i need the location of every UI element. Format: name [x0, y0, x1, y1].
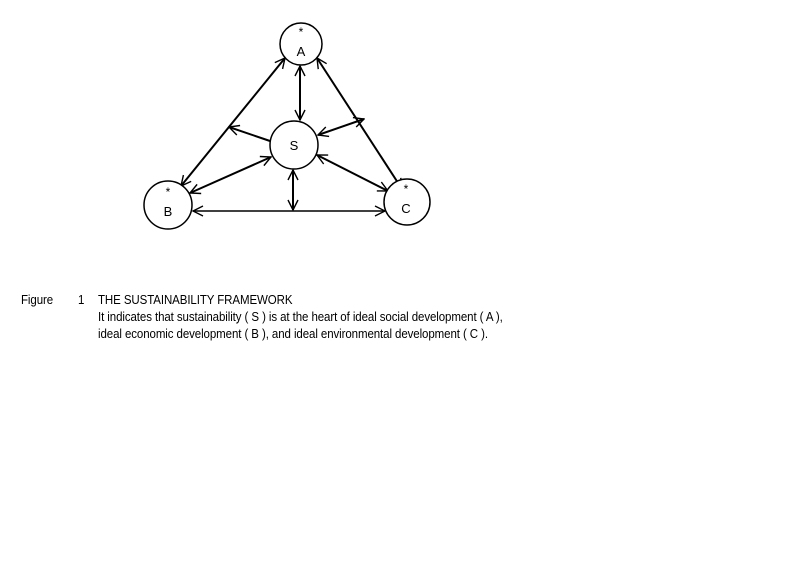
edge-s-ac	[318, 119, 364, 135]
node-c-label: C	[401, 201, 410, 216]
node-a-marker: *	[299, 25, 304, 39]
figure-number: 1	[78, 293, 85, 307]
node-s-label: S	[290, 138, 299, 153]
figure-title: THE SUSTAINABILITY FRAMEWORK	[98, 293, 293, 307]
node-c-marker: *	[404, 182, 409, 196]
node-a: * A	[279, 22, 323, 66]
edge-s-b	[190, 157, 271, 193]
node-c: * C	[383, 178, 431, 226]
figure-label: Figure	[21, 293, 54, 307]
edge-s-c	[317, 154, 388, 192]
node-s: S	[269, 120, 319, 170]
edge-a-c	[317, 58, 402, 189]
node-a-label: A	[297, 44, 306, 59]
edge-s-ab	[229, 127, 271, 142]
caption-line-2: ideal economic development ( B ), and id…	[98, 327, 488, 341]
node-b-label: B	[164, 204, 173, 219]
edge-a-b	[181, 58, 285, 186]
node-b: * B	[143, 180, 193, 230]
caption-line-1: It indicates that sustainability ( S ) i…	[98, 310, 503, 324]
node-b-marker: *	[166, 185, 171, 199]
